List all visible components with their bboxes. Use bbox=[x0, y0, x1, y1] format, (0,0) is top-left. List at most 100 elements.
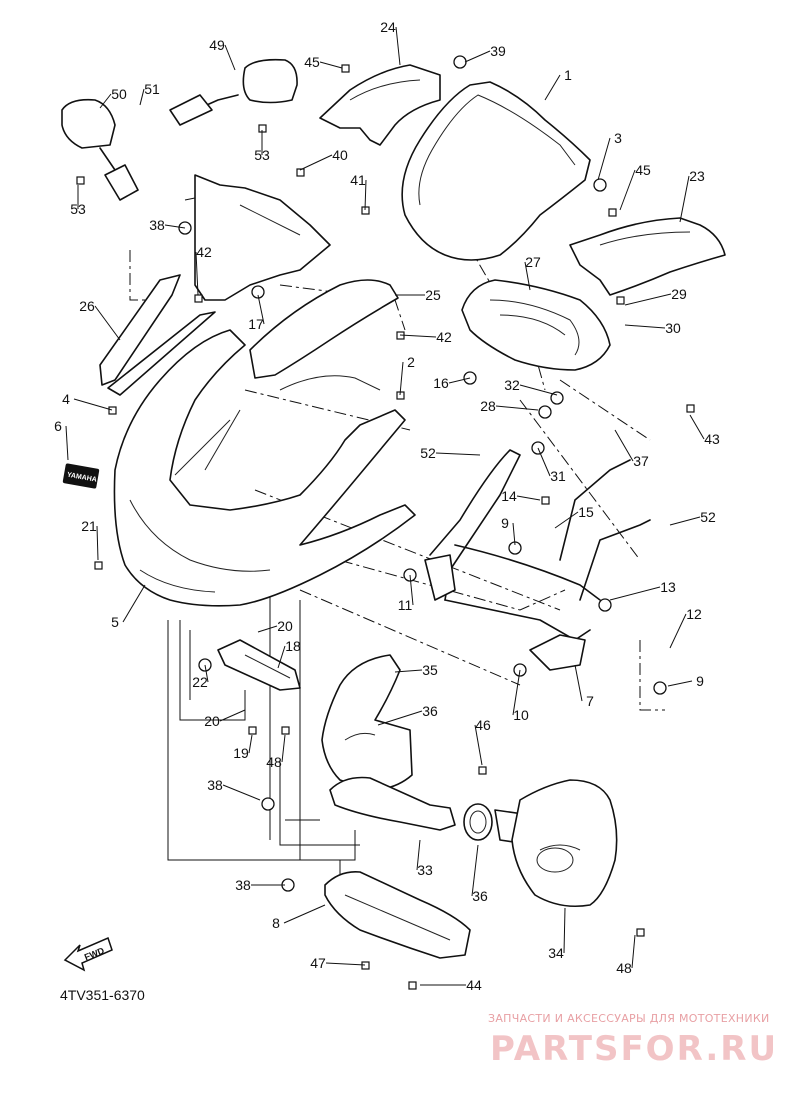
air-cover-34 bbox=[511, 779, 618, 908]
callout-52: 52 bbox=[700, 509, 716, 525]
nut-icon bbox=[251, 285, 265, 299]
mirror-50 bbox=[61, 98, 139, 201]
leader-line-16 bbox=[448, 377, 471, 384]
nut-icon bbox=[653, 681, 667, 695]
leader-line-17 bbox=[257, 294, 265, 325]
air-duct-35 bbox=[321, 654, 413, 791]
bolt-icon bbox=[194, 294, 203, 303]
leader-line-30 bbox=[624, 324, 666, 329]
leader-line-24 bbox=[395, 26, 401, 66]
leader-line-19 bbox=[248, 734, 253, 754]
upper-cowl-part bbox=[194, 174, 331, 301]
callout-9: 9 bbox=[501, 515, 509, 531]
assembly-solid-lines bbox=[167, 560, 360, 875]
headlight-housing-27 bbox=[461, 279, 611, 371]
inner-panel-25 bbox=[249, 279, 399, 379]
callout-35: 35 bbox=[422, 662, 438, 678]
leader-line-20 bbox=[219, 709, 246, 722]
leader-line-43 bbox=[689, 414, 705, 440]
callout-23: 23 bbox=[689, 168, 705, 184]
callout-45: 45 bbox=[635, 162, 651, 178]
callout-37: 37 bbox=[633, 453, 649, 469]
callout-24: 24 bbox=[380, 19, 396, 35]
callout-16: 16 bbox=[433, 375, 449, 391]
callout-28: 28 bbox=[480, 398, 496, 414]
callout-1: 1 bbox=[564, 67, 572, 83]
callout-38: 38 bbox=[149, 217, 165, 233]
leader-line-12 bbox=[669, 613, 687, 649]
leader-line-35 bbox=[394, 669, 423, 673]
callout-44: 44 bbox=[466, 977, 482, 993]
callout-9: 9 bbox=[696, 673, 704, 689]
callout-43: 43 bbox=[704, 431, 720, 447]
leader-line-9 bbox=[512, 522, 516, 546]
bolt-icon bbox=[248, 726, 257, 735]
nameplate-6: YAMAHA bbox=[62, 463, 100, 489]
windscreen-part bbox=[401, 81, 591, 261]
bolt-icon bbox=[478, 766, 487, 775]
nut-icon bbox=[550, 391, 564, 405]
bolt-icon bbox=[616, 296, 625, 305]
leader-line-36 bbox=[471, 844, 479, 897]
callout-53: 53 bbox=[70, 201, 86, 217]
nut-icon bbox=[261, 797, 275, 811]
callout-15: 15 bbox=[578, 504, 594, 520]
hardware-icons bbox=[76, 55, 695, 990]
callout-36: 36 bbox=[422, 703, 438, 719]
leader-line-31 bbox=[537, 447, 551, 477]
callout-45: 45 bbox=[304, 54, 320, 70]
callout-10: 10 bbox=[513, 707, 529, 723]
leader-line-34 bbox=[563, 907, 566, 954]
watermark-logo: PARTSFOR.RU bbox=[490, 1029, 778, 1069]
leader-line-21 bbox=[96, 525, 99, 561]
callout-5: 5 bbox=[111, 614, 119, 630]
callout-26: 26 bbox=[79, 298, 95, 314]
callout-29: 29 bbox=[671, 286, 687, 302]
forward-arrow: FWD bbox=[63, 936, 113, 972]
leader-line-50 bbox=[99, 93, 112, 109]
callout-53: 53 bbox=[254, 147, 270, 163]
leader-line-23 bbox=[679, 175, 690, 223]
air-duct-33 bbox=[329, 776, 456, 831]
callout-14: 14 bbox=[501, 488, 517, 504]
bolt-icon bbox=[281, 726, 290, 735]
callout-13: 13 bbox=[660, 579, 676, 595]
callout-41: 41 bbox=[350, 172, 366, 188]
bolt-icon bbox=[686, 404, 695, 413]
leader-line-37 bbox=[614, 429, 634, 462]
callout-39: 39 bbox=[490, 43, 506, 59]
callout-21: 21 bbox=[81, 518, 97, 534]
mirror-49 bbox=[169, 58, 298, 126]
bolt-icon bbox=[608, 208, 617, 217]
leader-line-38 bbox=[164, 224, 186, 229]
callout-49: 49 bbox=[209, 37, 225, 53]
callout-20: 20 bbox=[277, 618, 293, 634]
callout-6: 6 bbox=[54, 418, 62, 434]
leader-line-40 bbox=[299, 154, 333, 171]
bolt-icon bbox=[541, 496, 550, 505]
callout-51: 51 bbox=[144, 81, 160, 97]
leader-line-32 bbox=[519, 384, 558, 396]
callout-27: 27 bbox=[525, 254, 541, 270]
callout-leaders bbox=[65, 26, 705, 986]
drawing-code: 4TV351-6370 bbox=[60, 987, 145, 1003]
leader-line-42 bbox=[399, 334, 437, 338]
leader-line-36 bbox=[377, 710, 423, 726]
callout-32: 32 bbox=[504, 377, 520, 393]
callout-18: 18 bbox=[285, 638, 301, 654]
callout-labels: 1234567899101112131415161718192020212223… bbox=[54, 19, 720, 993]
leader-line-48 bbox=[281, 734, 286, 763]
callout-20: 20 bbox=[204, 713, 220, 729]
leader-line-22 bbox=[204, 664, 209, 683]
callout-4: 4 bbox=[62, 391, 70, 407]
bolt-icon bbox=[108, 406, 117, 415]
leader-line-51 bbox=[139, 88, 145, 106]
callout-3: 3 bbox=[614, 130, 622, 146]
leader-line-49 bbox=[224, 44, 236, 71]
callout-22: 22 bbox=[192, 674, 208, 690]
leader-line-20 bbox=[257, 625, 278, 633]
callout-46: 46 bbox=[475, 717, 491, 733]
bolt-icon bbox=[296, 168, 305, 177]
nut-icon bbox=[453, 55, 467, 69]
